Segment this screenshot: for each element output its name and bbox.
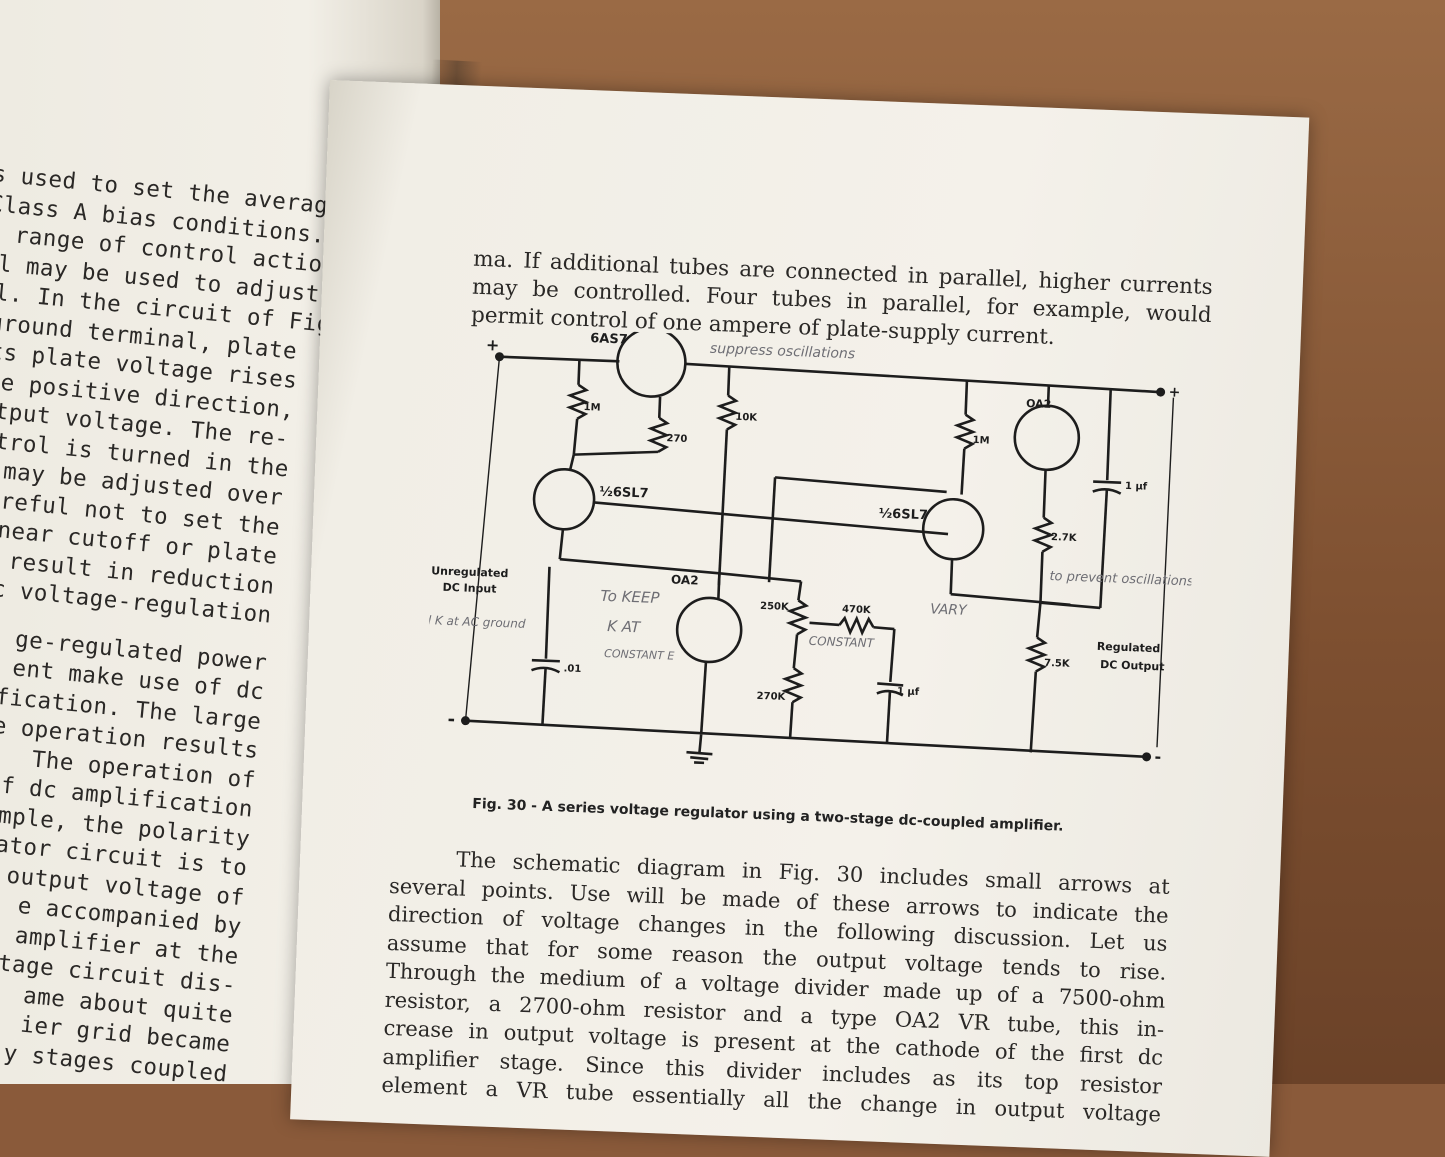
handwriting-to-hold: to hold K at AC ground xyxy=(423,612,527,631)
label-2-7k: 2.7K xyxy=(1051,532,1078,544)
label-1m-right: 1M xyxy=(972,435,989,447)
label-7-5k: 7.5K xyxy=(1044,658,1071,670)
label-input-line1: Unregulated xyxy=(431,564,509,580)
label-1uf-top: 1 µf xyxy=(1125,481,1148,493)
label-oa2-bottom: OA2 xyxy=(671,572,699,587)
tube-oa2-right xyxy=(1014,405,1080,471)
label-10k: 10K xyxy=(735,412,758,424)
handwriting-k-at: K AT xyxy=(607,617,642,636)
input-arrow-line xyxy=(466,356,500,721)
capacitor-1uf-top xyxy=(1093,482,1121,483)
resistor-10k xyxy=(719,395,736,430)
label-minus-right: - xyxy=(1154,747,1161,766)
handwriting-to-keep: To KEEP xyxy=(600,587,661,607)
label-plus-right: + xyxy=(1168,384,1180,400)
wire xyxy=(684,364,1159,392)
schematic-figure: 6AS7 1M 270 10K ½6SL7 ½6SL7 1M OA2 2.7K … xyxy=(423,324,1200,823)
label-minus-left: - xyxy=(447,709,455,730)
terminal-minus-left xyxy=(461,716,470,725)
label-6sl7-right: ½6SL7 xyxy=(878,506,928,523)
resistor-7-5k xyxy=(1028,637,1045,672)
handwriting-constant-e: CONSTANT E xyxy=(604,647,675,663)
label-1uf-bottom: 1 µf xyxy=(897,686,920,698)
handwriting-vary: VARY xyxy=(930,601,969,618)
label-470k: 470K xyxy=(842,604,872,616)
right-page: ma. If additional tubes are connected in… xyxy=(290,80,1309,1157)
label-oa2-right: OA2 xyxy=(1026,397,1052,411)
resistor-2-7k xyxy=(1034,517,1051,552)
tube-oa2-bottom xyxy=(676,597,742,663)
wire xyxy=(465,721,1145,757)
capacitor-01 xyxy=(532,660,560,661)
terminal-plus-right xyxy=(1156,387,1165,396)
bottom-paragraph: The schematic diagram in Fig. 30 include… xyxy=(381,843,1170,1129)
tube-6sl7-right xyxy=(922,498,984,560)
tube-6sl7-left xyxy=(533,468,595,530)
label-1m-left: 1M xyxy=(583,402,600,414)
terminal-minus-right xyxy=(1142,752,1151,761)
potentiometer-250k xyxy=(789,600,806,635)
handwriting-constant-pot: CONSTANT xyxy=(809,634,876,651)
handwriting-suppress: suppress oscillations xyxy=(710,341,856,363)
handwriting-to-prevent: to prevent oscillations xyxy=(1049,569,1194,590)
label-output-line2: DC Output xyxy=(1100,658,1165,673)
resistor-270 xyxy=(650,418,667,453)
label-6sl7-left: ½6SL7 xyxy=(599,485,649,502)
label-01: .01 xyxy=(563,663,581,675)
label-270k: 270K xyxy=(756,691,786,703)
wire xyxy=(500,357,620,362)
label-output-line1: Regulated xyxy=(1097,640,1161,655)
resistor-470k xyxy=(839,618,874,633)
label-6as7: 6AS7 xyxy=(590,331,628,347)
resistor-270k xyxy=(784,668,801,703)
label-270: 270 xyxy=(666,433,687,445)
label-plus-left: + xyxy=(486,335,500,355)
resistor-1m-right xyxy=(956,414,973,449)
label-250k: 250K xyxy=(760,601,790,613)
label-input-line2: DC Input xyxy=(442,581,496,596)
